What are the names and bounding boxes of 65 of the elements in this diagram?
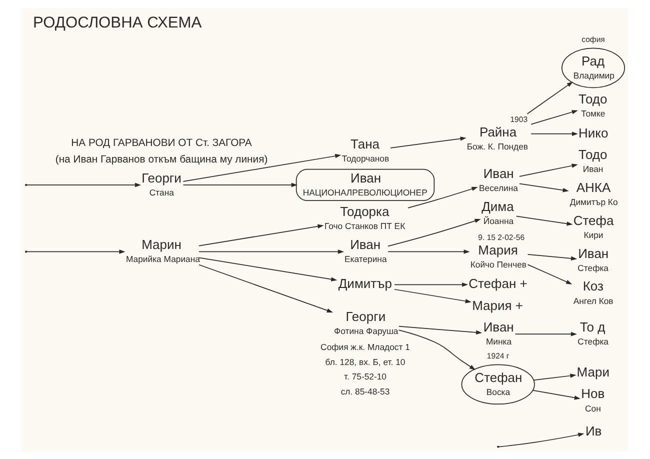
arrow: [398, 330, 476, 370]
node-box: Иван НАЦИОНАЛРЕВОЛЮЦИОНЕР: [296, 168, 435, 202]
arrow: [530, 110, 578, 125]
node-text: Ив: [585, 424, 602, 439]
node-text: Дима Йоанна: [482, 198, 514, 226]
arrow: [516, 216, 573, 226]
node-text: Иван Стефка: [578, 246, 609, 273]
arrow: [498, 432, 584, 448]
node-text: Стефан +: [468, 276, 528, 292]
node-label: 1903: [510, 114, 528, 124]
label: т. 75-52-10: [344, 372, 386, 382]
label: бл. 128, вх. Б, ет. 10: [325, 356, 406, 367]
node-text: Георги Фотина Фаруша: [334, 309, 398, 336]
arrow: [198, 224, 324, 246]
node-text: Димитър: [338, 276, 392, 292]
label: НА РОД ГАРВАНОВИ ОТ Ст. ЗАГОРА: [71, 138, 252, 150]
node-text: Мария +: [472, 298, 524, 313]
node-text: Коз Ангел Ков: [573, 278, 614, 306]
arrow: [408, 186, 478, 208]
arrow: [394, 288, 472, 304]
node-text: Иван Веселина: [479, 166, 518, 194]
node-text: То д Стефка: [578, 319, 609, 346]
arrow: [26, 250, 126, 254]
node-text: Мария Койчо Пенчев: [470, 242, 527, 270]
label: (на Иван Гарванов откъм бащина му линия): [55, 154, 268, 166]
node-label: 1924 г: [486, 352, 510, 361]
label: София ж.к. Младост 1: [320, 342, 410, 352]
node-label: софия: [582, 35, 605, 44]
node-text: Нов Сон: [581, 386, 605, 414]
arrow: [519, 164, 578, 177]
arrow: [519, 183, 569, 192]
arrow: [394, 282, 468, 287]
node-text: АНКА Димитър Ко: [570, 180, 618, 207]
arrow: [26, 182, 142, 188]
diagram-title: РОДОСЛОВНА СХЕМА: [33, 14, 202, 32]
arrow: [514, 332, 577, 336]
arrow: [198, 257, 338, 282]
node-text: Иван Минка: [483, 319, 514, 346]
arrow: [398, 326, 482, 335]
node-text: Марин Марийка Мариана: [126, 237, 200, 264]
node-text: Тодо Томке: [578, 91, 608, 118]
arrow: [388, 250, 470, 254]
arrow: [388, 218, 481, 247]
node-label: 9. 15 2-02-56: [478, 232, 525, 242]
node-text: Стефа Кири: [573, 212, 614, 240]
arrow: [390, 136, 466, 148]
arrow: [527, 254, 578, 261]
node-text: Тана Тодорчанов: [342, 136, 390, 164]
node-text: Тодо Иван: [578, 146, 608, 174]
node-text: Нико: [578, 125, 608, 140]
arrow: [533, 374, 576, 381]
arrow: [526, 82, 573, 114]
node-text: Тодорка Гочо Станков ПТ ЕК: [324, 204, 406, 232]
arrow: [182, 182, 298, 188]
label: сл. 85-48-53: [340, 386, 390, 396]
arrow: [532, 390, 580, 400]
node-text: Райна Бож. К. Пондев: [466, 124, 528, 152]
node-text: Иван Екатерина: [344, 237, 387, 264]
arrow: [527, 264, 572, 284]
node-text: Мари: [576, 364, 610, 380]
arrow: [182, 154, 342, 182]
node-text: Георги Стана: [142, 170, 182, 198]
arrow: [530, 132, 578, 136]
arrow: [198, 264, 333, 312]
arrow: [198, 250, 344, 254]
